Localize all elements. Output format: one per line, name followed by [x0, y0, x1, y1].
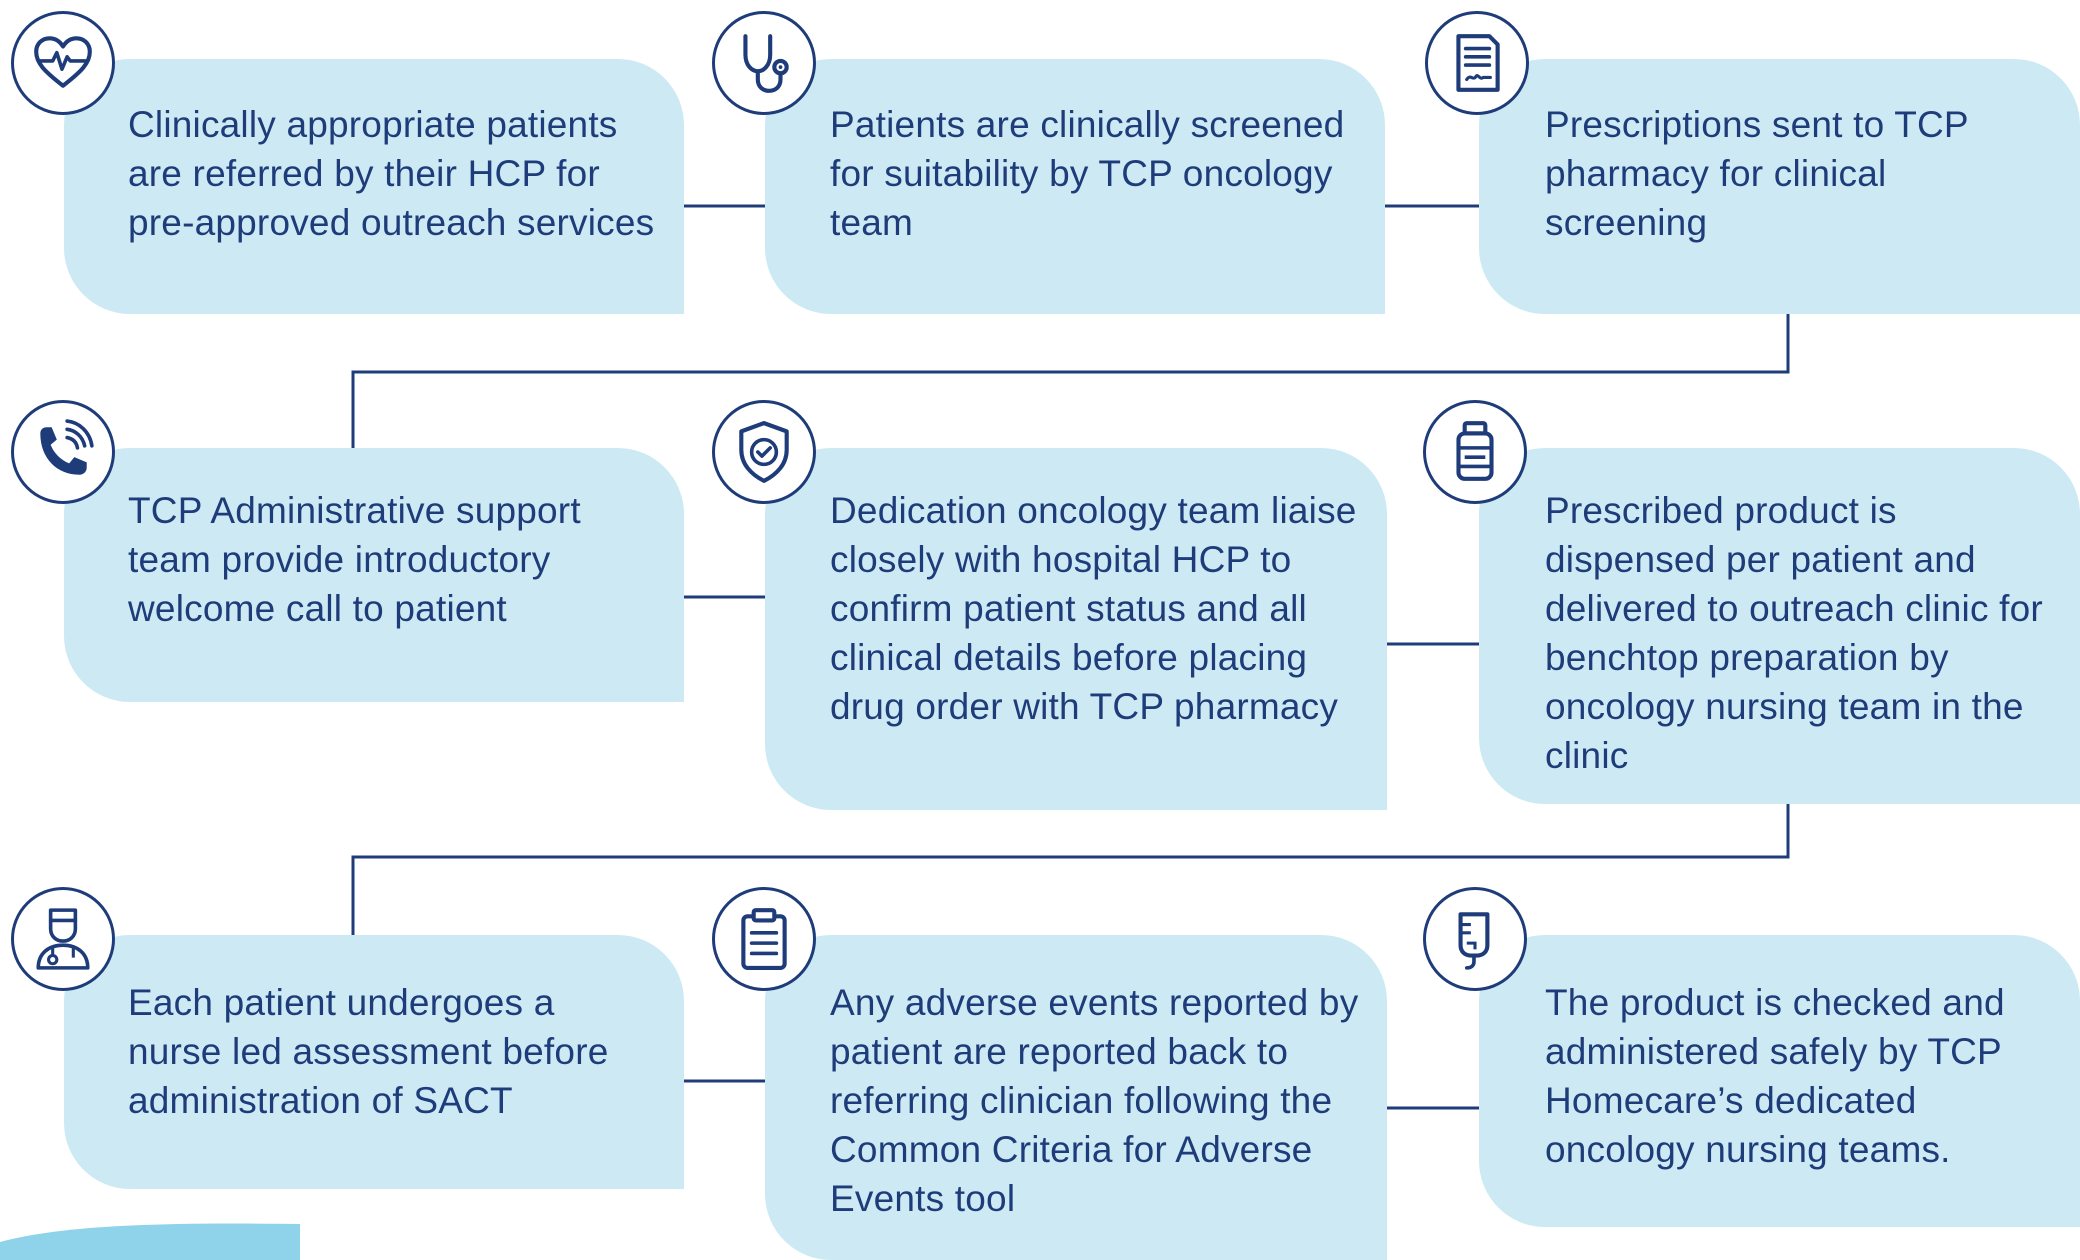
nurse-icon — [36, 908, 90, 970]
step-text: Any adverse events reported by patient a… — [830, 982, 1359, 1219]
prescription-document-icon — [1456, 34, 1500, 92]
step-text: Clinically appropriate patients are refe… — [128, 104, 655, 243]
step-box — [1479, 59, 2080, 314]
step-icon-badge — [712, 887, 816, 991]
clipboard-icon — [741, 908, 787, 970]
step-text: Each patient undergoes a nurse led asses… — [128, 982, 609, 1121]
step-box — [64, 935, 684, 1189]
decorative-wave — [0, 1223, 300, 1260]
step-text: TCP Administrative support team provide … — [128, 490, 581, 629]
shield-check-icon — [739, 421, 789, 483]
step-box — [765, 59, 1385, 314]
step-icon-badge — [712, 11, 816, 115]
step-box — [1479, 448, 2080, 804]
step-box — [765, 935, 1387, 1260]
arrow-step3-to-step4 — [347, 314, 1790, 467]
heart-monitor-icon — [34, 36, 92, 88]
step-text: Patients are clinically screened for sui… — [830, 104, 1345, 243]
phone-call-icon — [40, 419, 94, 475]
step-text: Prescriptions sent to TCP pharmacy for c… — [1545, 104, 1969, 243]
step-box — [64, 59, 684, 314]
step-icon-badge — [11, 400, 115, 504]
iv-drip-bag-icon — [1458, 912, 1490, 970]
step-box — [64, 448, 684, 702]
step-text: Dedication oncology team liaise closely … — [830, 490, 1357, 727]
step-icon-badge — [1423, 887, 1527, 991]
step-icon-badge — [1425, 11, 1529, 115]
step-box — [1479, 935, 2080, 1227]
stethoscope-icon — [743, 34, 789, 93]
step-text: The product is checked and administered … — [1545, 982, 2005, 1170]
medicine-bottle-icon — [1456, 421, 1494, 481]
step-icon-badge — [712, 400, 816, 504]
step-icon-badge — [11, 11, 115, 115]
step-icon-badge — [1423, 400, 1527, 504]
step-text: Prescribed product is dispensed per pati… — [1545, 490, 2043, 776]
step-box — [765, 448, 1387, 810]
arrow-step6-to-step7 — [347, 804, 1790, 963]
step-icon-badge — [11, 887, 115, 991]
